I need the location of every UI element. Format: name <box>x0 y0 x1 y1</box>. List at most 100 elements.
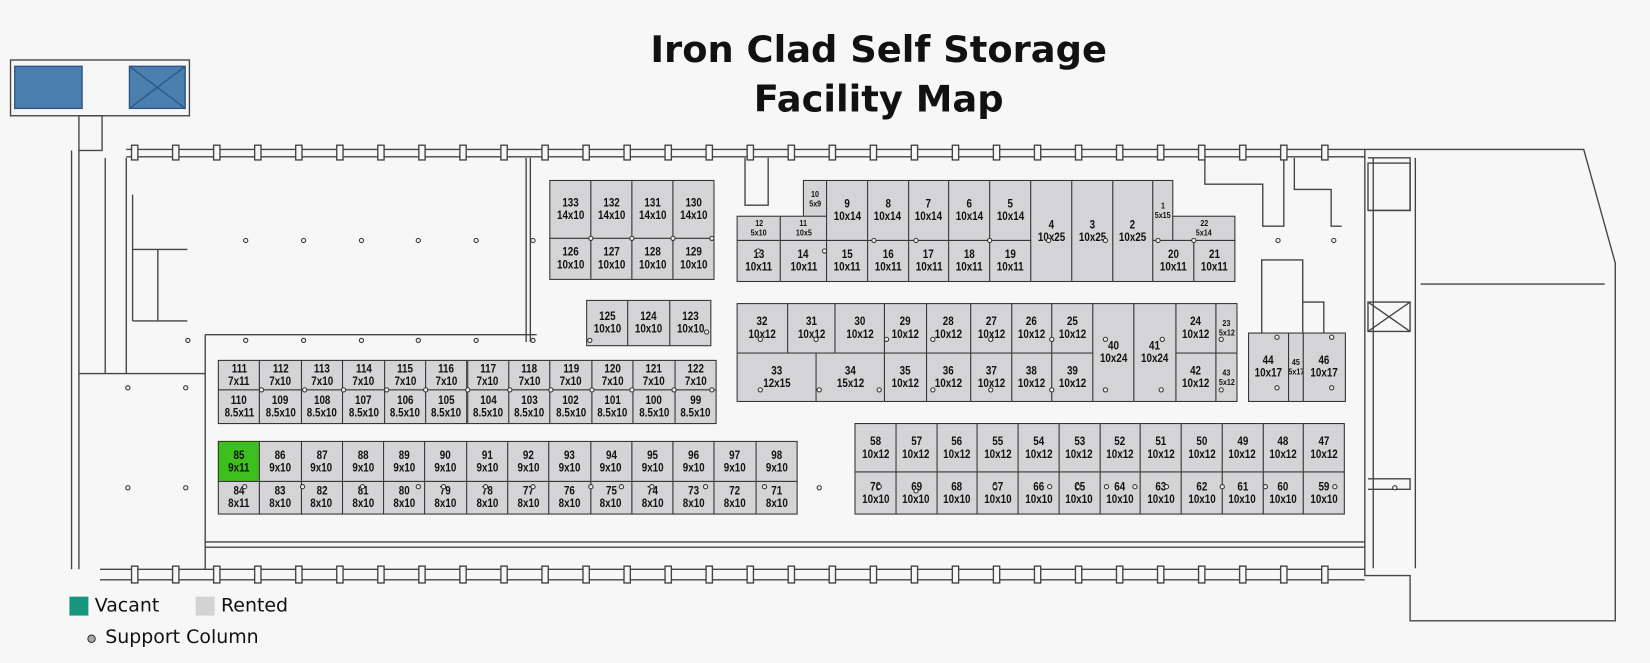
unit-65[interactable]: 6510x10 <box>1058 471 1101 515</box>
